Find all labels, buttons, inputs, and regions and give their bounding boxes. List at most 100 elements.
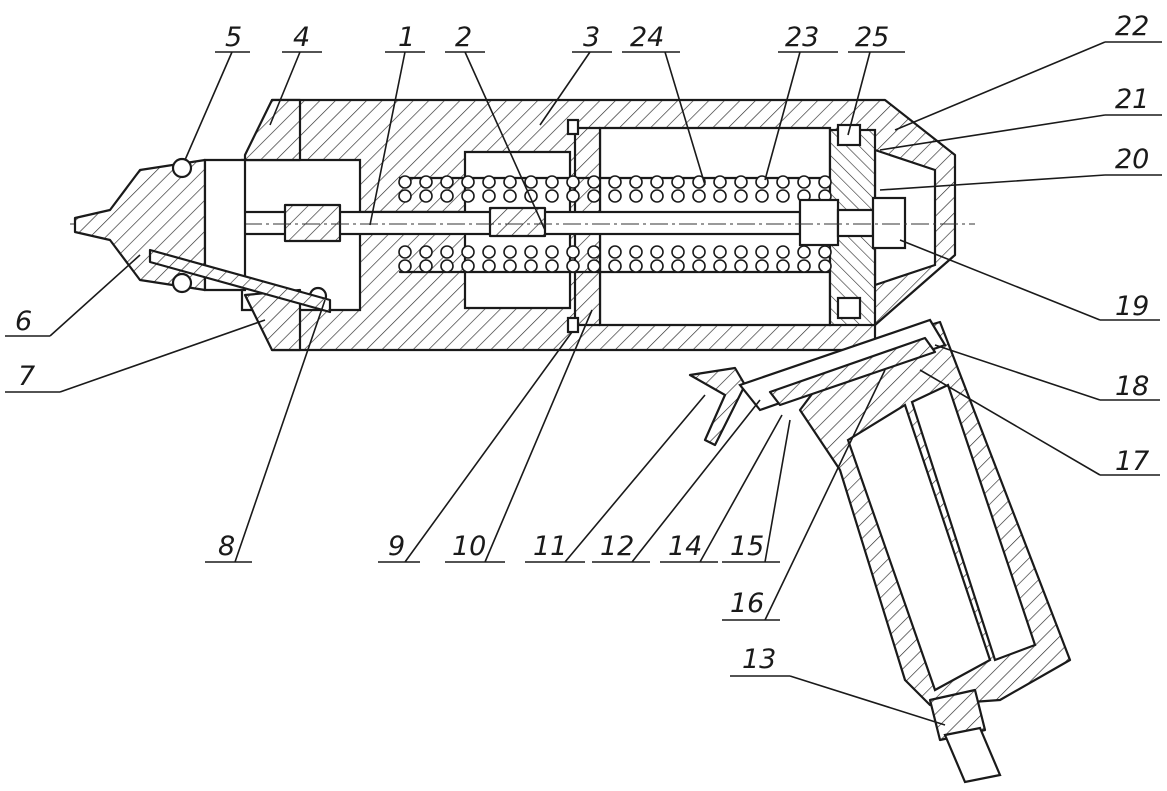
spring-coil	[419, 189, 433, 203]
callout-4: 4	[269, 22, 322, 126]
callout-22-label: 22	[1115, 11, 1149, 42]
spring-coil	[545, 245, 559, 259]
callout-15-label: 15	[730, 531, 764, 562]
callout-25: 25	[847, 22, 905, 136]
callout-9: 9	[378, 331, 573, 563]
spring-coil	[692, 245, 706, 259]
spring-coil	[671, 259, 685, 273]
spring-coil	[482, 259, 496, 273]
spring-coil	[566, 175, 580, 189]
spring-coil	[482, 175, 496, 189]
callout-24-label: 24	[630, 22, 664, 53]
spring-coil	[503, 189, 517, 203]
spring-coil	[650, 259, 664, 273]
spring-coil	[650, 175, 664, 189]
spring-coil	[818, 245, 832, 259]
spring-coil	[440, 259, 454, 273]
spring-coil	[818, 259, 832, 273]
spring-coil	[755, 259, 769, 273]
callout-16: 16	[722, 369, 886, 621]
spring-coil	[671, 175, 685, 189]
callout-2-label: 2	[455, 22, 472, 53]
spring-coil	[503, 259, 517, 273]
spring-coil	[692, 189, 706, 203]
spring-coil	[419, 245, 433, 259]
spring-coil	[587, 259, 601, 273]
spring-coil	[713, 189, 727, 203]
callout-20-label: 20	[1115, 144, 1149, 175]
spring-coil	[482, 245, 496, 259]
callout-22: 22	[894, 11, 1162, 131]
callout-19: 19	[899, 239, 1160, 322]
callout-11-label: 11	[533, 531, 567, 562]
spring-coil	[524, 245, 538, 259]
spring-coil	[650, 189, 664, 203]
spring-coil	[734, 189, 748, 203]
spring-coil	[398, 189, 412, 203]
spring-coil	[461, 245, 475, 259]
spring-coil	[797, 245, 811, 259]
callout-10: 10	[445, 309, 593, 563]
spring-coil	[776, 245, 790, 259]
callout-21-label: 21	[1115, 84, 1149, 115]
spring-coil	[503, 175, 517, 189]
spring-coil	[734, 175, 748, 189]
callout-9-label: 9	[388, 531, 405, 562]
spring-coil	[713, 259, 727, 273]
callout-24: 24	[622, 22, 706, 186]
handle	[688, 318, 1072, 784]
callout-3-label: 3	[583, 22, 600, 53]
spring-coil	[734, 245, 748, 259]
spring-coil	[440, 189, 454, 203]
callout-13: 13	[730, 644, 946, 726]
callout-14-label: 14	[668, 531, 702, 562]
callout-16-label: 16	[730, 588, 764, 619]
spring-coil	[776, 175, 790, 189]
spring-coil	[692, 259, 706, 273]
spring-coil	[566, 189, 580, 203]
spring-coil	[755, 245, 769, 259]
callout-17-label: 17	[1115, 446, 1149, 477]
callout-7: 7	[5, 319, 266, 393]
callout-15: 15	[722, 419, 791, 563]
callout-17: 17	[919, 369, 1160, 477]
spring-coil	[692, 175, 706, 189]
spring-coil	[629, 189, 643, 203]
spring-coil	[461, 189, 475, 203]
spring-coil	[440, 175, 454, 189]
spring-coil	[734, 259, 748, 273]
callout-7-label: 7	[18, 361, 35, 392]
spring-coil	[587, 189, 601, 203]
spring-coil	[797, 175, 811, 189]
spring-coil	[713, 245, 727, 259]
spring-coil	[461, 259, 475, 273]
spring-coil	[545, 175, 559, 189]
spring-coil	[419, 259, 433, 273]
callout-21: 21	[879, 84, 1162, 151]
spring-coil	[755, 189, 769, 203]
spring-coil	[671, 245, 685, 259]
callout-4-label: 4	[293, 22, 310, 53]
callout-6-label: 6	[15, 306, 32, 337]
callout-14: 14	[660, 414, 783, 563]
spring-coil	[776, 189, 790, 203]
callouts: 5 4 1 2 3 24 23 25	[5, 11, 1162, 726]
spring-coil	[566, 245, 580, 259]
spring-coil	[671, 189, 685, 203]
spring-coil	[461, 175, 475, 189]
spring-coil	[482, 189, 496, 203]
spring-coil	[587, 245, 601, 259]
callout-11: 11	[525, 394, 706, 563]
spring-coil	[818, 175, 832, 189]
callout-6: 6	[5, 254, 141, 337]
spring-coil	[440, 245, 454, 259]
callout-3: 3	[539, 22, 612, 126]
spring-coil	[629, 175, 643, 189]
spring-coil	[503, 245, 517, 259]
spring-coil	[566, 259, 580, 273]
spring-coil	[545, 189, 559, 203]
callout-12: 12	[592, 399, 761, 563]
spring-coil	[398, 245, 412, 259]
spring-coil	[398, 259, 412, 273]
spring-coil	[797, 259, 811, 273]
